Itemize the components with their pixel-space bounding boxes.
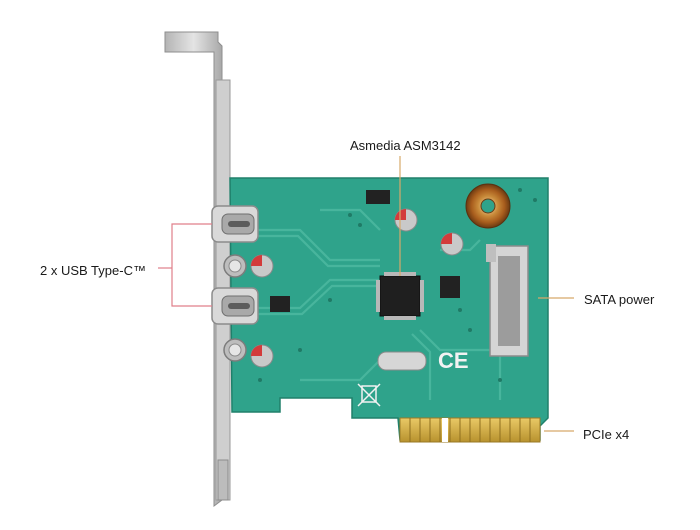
small-ic-1 (366, 190, 390, 204)
usb-ports-label: 2 x USB Type-C™ (40, 263, 146, 278)
ce-mark: CE (438, 348, 469, 373)
weee-bin-icon (357, 383, 381, 407)
sata-power-label: SATA power (584, 292, 655, 307)
sata-power-connector (486, 244, 529, 357)
inductor-coil (465, 183, 511, 229)
pcie-gold-fingers (399, 417, 541, 443)
leader-line-usb (158, 223, 212, 307)
mounting-screw-2 (223, 338, 247, 362)
pcie-label: PCIe x4 (583, 427, 630, 442)
capacitor-3 (394, 208, 418, 232)
chip-label: Asmedia ASM3142 (350, 138, 461, 153)
crystal-oscillator (377, 351, 427, 371)
capacitor-1 (250, 254, 274, 278)
small-ic-2 (440, 276, 460, 298)
pci-bracket (164, 31, 231, 507)
asmedia-chip (376, 272, 424, 320)
capacitor-2 (250, 344, 274, 368)
usb-port-top (211, 205, 259, 243)
capacitor-4 (440, 232, 464, 256)
usb-port-bottom (211, 287, 259, 325)
mounting-screw-1 (223, 254, 247, 278)
small-ic-3 (270, 296, 290, 312)
